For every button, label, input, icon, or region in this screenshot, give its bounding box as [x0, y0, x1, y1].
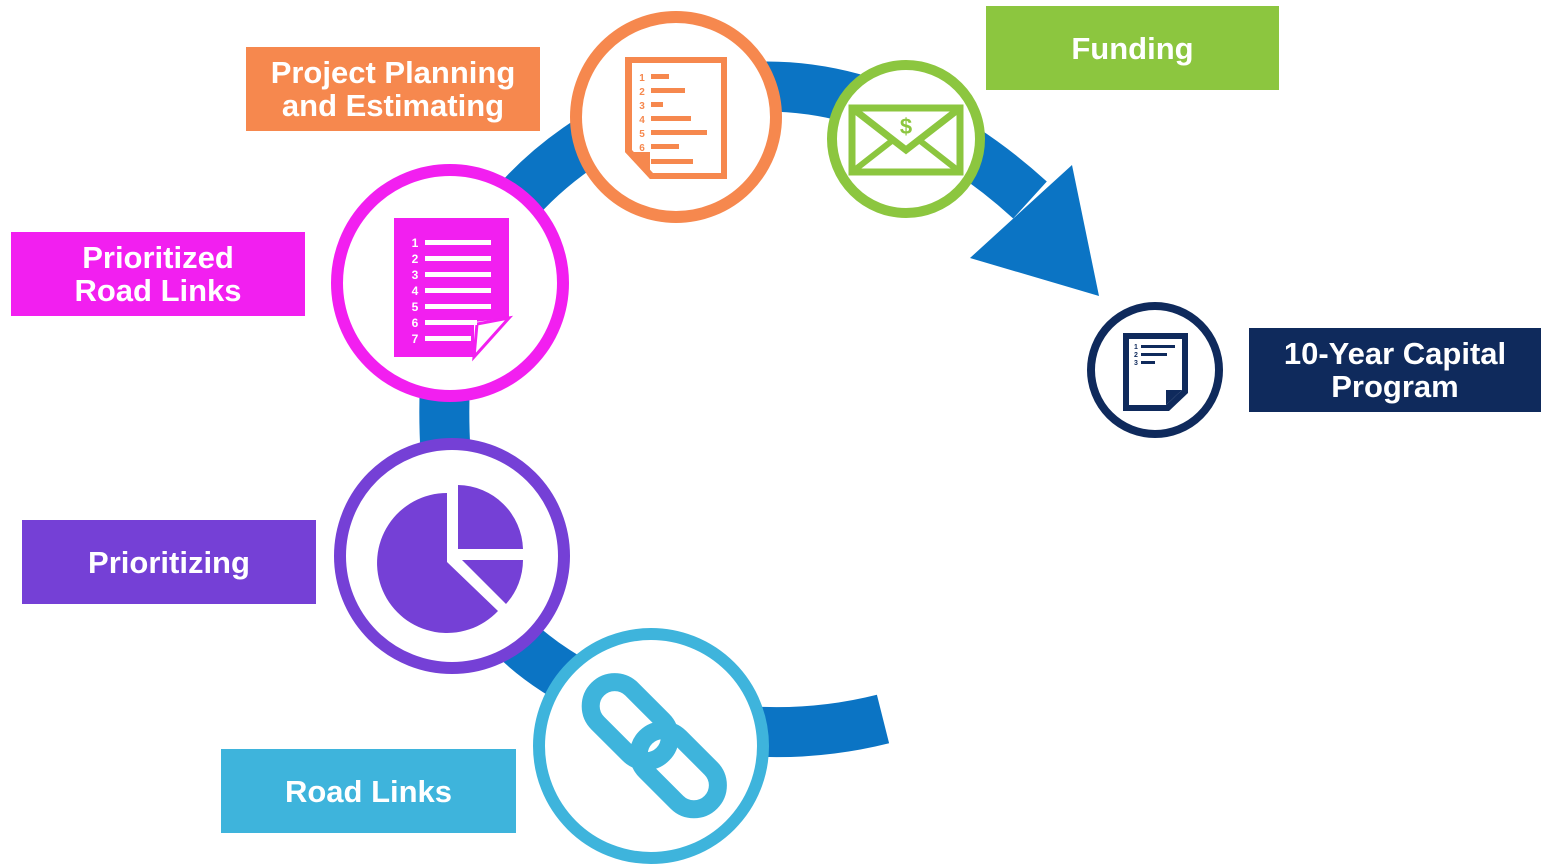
label-prioritized-road-links-text: Prioritized Road Links — [74, 240, 242, 308]
list-number: 2 — [1134, 352, 1138, 359]
list-bar — [651, 116, 691, 121]
list-line — [1141, 361, 1155, 364]
list-line — [1141, 353, 1167, 356]
money-envelope-icon: $ — [848, 104, 964, 176]
list-number: 2 — [412, 252, 419, 266]
list-bar — [651, 144, 679, 149]
label-project-planning: Project Planning and Estimating — [246, 47, 540, 131]
node-prioritized-road-links: 1 2 3 4 5 6 7 — [331, 164, 569, 402]
list-bar — [651, 130, 707, 135]
label-prioritizing-text: Prioritizing — [88, 544, 250, 580]
list-line — [425, 288, 491, 293]
list-number: 6 — [412, 316, 419, 330]
list-line — [425, 256, 491, 261]
list-number: 5 — [639, 129, 645, 140]
node-project-planning: 1 2 3 4 5 6 — [570, 11, 782, 223]
list-bar — [651, 74, 669, 79]
arrow-head — [970, 165, 1099, 296]
list-number: 2 — [639, 87, 645, 98]
list-number: 4 — [412, 284, 419, 298]
node-prioritizing — [334, 438, 570, 674]
chain-link-icon — [581, 673, 727, 819]
list-line — [425, 240, 491, 245]
list-number: 4 — [639, 115, 645, 126]
list-number: 3 — [412, 268, 419, 282]
pie-chart-icon — [377, 485, 523, 633]
label-capital-program: 10-Year Capital Program — [1249, 328, 1541, 412]
list-line — [1141, 345, 1175, 348]
label-capital-program-text: 10-Year Capital Program — [1283, 336, 1507, 404]
svg-text:$: $ — [900, 114, 912, 139]
node-road-links — [533, 628, 769, 864]
list-bar — [651, 159, 693, 164]
list-number: 3 — [639, 101, 645, 112]
label-funding-text: Funding — [1071, 30, 1194, 66]
list-number: 3 — [1134, 360, 1138, 367]
list-line — [425, 336, 471, 341]
node-capital-program: 123 — [1087, 302, 1223, 438]
label-prioritizing: Prioritizing — [22, 520, 316, 604]
list-number: 1 — [639, 73, 645, 84]
node-funding: $ — [827, 60, 985, 218]
list-number: 6 — [639, 143, 645, 154]
program-document-icon: 123 — [1123, 333, 1188, 411]
list-number: 1 — [412, 236, 419, 250]
label-prioritized-road-links: Prioritized Road Links — [11, 232, 305, 316]
list-number: 5 — [412, 300, 419, 314]
list-line — [425, 304, 491, 309]
list-bar — [651, 102, 663, 107]
numbered-list-document-icon: 1 2 3 4 5 6 7 — [394, 218, 514, 362]
label-funding: Funding — [986, 6, 1279, 90]
list-line — [425, 272, 491, 277]
list-line — [425, 320, 477, 325]
label-project-planning-text: Project Planning and Estimating — [270, 55, 516, 123]
list-number: 7 — [412, 332, 419, 346]
list-bar — [651, 88, 685, 93]
list-number: 1 — [1134, 344, 1138, 351]
label-road-links: Road Links — [221, 749, 516, 833]
estimate-document-icon: 1 2 3 4 5 6 — [625, 57, 727, 179]
label-road-links-text: Road Links — [284, 773, 453, 809]
